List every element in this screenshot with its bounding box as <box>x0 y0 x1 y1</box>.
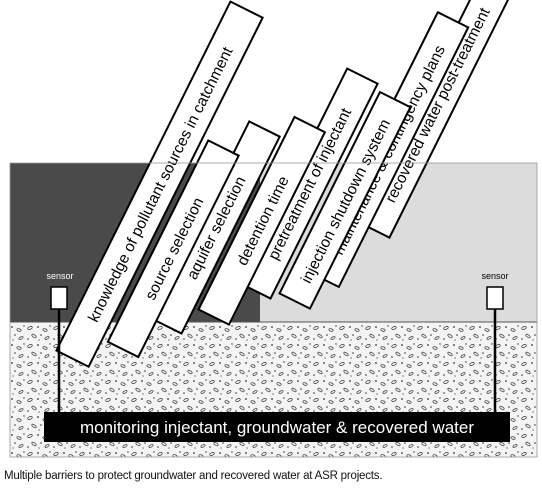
diagram-svg: recovered water post-treatment maintenan… <box>9 0 538 458</box>
asr-barrier-diagram: recovered water post-treatment maintenan… <box>9 0 538 458</box>
monitoring-bar <box>44 412 510 442</box>
diagram-frame <box>9 162 538 458</box>
sensor-right-label: sensor <box>481 271 508 281</box>
sensor-right-box <box>486 286 504 310</box>
monitoring-bar-label: monitoring injectant, groundwater & reco… <box>80 418 474 437</box>
figure-caption: Multiple barriers to protect groundwater… <box>4 470 383 482</box>
sensor-left-box <box>50 286 68 310</box>
sensor-left-label: sensor <box>46 271 73 281</box>
